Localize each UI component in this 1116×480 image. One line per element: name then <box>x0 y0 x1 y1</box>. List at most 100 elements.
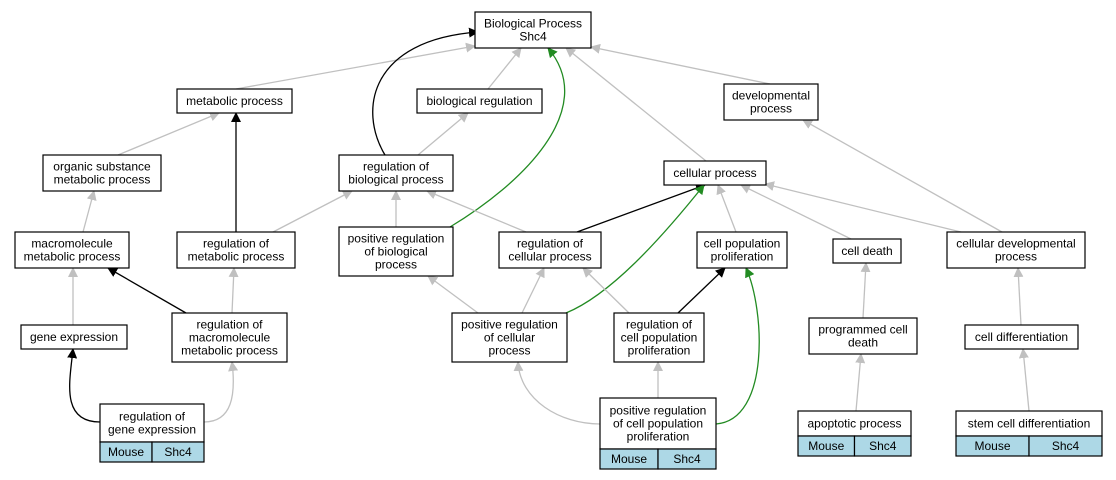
node-label-rcpp-0: regulation of <box>626 318 693 332</box>
node-label-cell-0: cellular process <box>673 166 756 180</box>
node-label-bp-1: Shc4 <box>519 30 547 44</box>
node-label-osm-1: metabolic process <box>54 173 151 187</box>
node-box-dev <box>723 83 819 121</box>
node-label-prcpp-1: of cell population <box>613 417 703 431</box>
tag-cell-ap-1 <box>853 435 912 457</box>
tag-label-ap-0: Mouse <box>808 439 844 453</box>
node-box-cd <box>832 238 902 264</box>
node-label-prcpp-2: proliferation <box>627 430 690 444</box>
node-box-bp <box>474 11 592 49</box>
node-label-dev-1: process <box>750 102 792 116</box>
node-label-cdp-0: cellular developmental <box>956 237 1075 251</box>
node-label-prcp-1: of cellular <box>484 331 535 345</box>
tag-cell-scd-1 <box>1028 435 1103 457</box>
edge-rge-to-rmmp <box>203 361 239 423</box>
node-label-prcp-0: positive regulation <box>461 318 558 332</box>
edge-prbp-to-bp <box>449 47 566 228</box>
node-label-prbp-1: of biological <box>364 245 427 259</box>
edge-rmmp-to-rmp <box>228 267 239 314</box>
node-cd[interactable]: cell death <box>832 238 902 264</box>
edge-rmp-to-rbp <box>272 190 353 233</box>
node-label-cdiff-0: cell differentiation <box>975 330 1068 344</box>
node-label-ap-0: apoptotic process <box>807 417 901 431</box>
edge-pcd-to-cd <box>860 262 871 319</box>
tag-label-scd-0: Mouse <box>974 439 1010 453</box>
edge-prcp-to-prbp <box>427 275 479 314</box>
edge-prcp-to-rcp <box>521 267 545 314</box>
node-label-dev-0: developmental <box>732 89 810 103</box>
node-label-prbp-0: positive regulation <box>348 232 445 246</box>
edge-prcp-to-cell <box>565 184 705 314</box>
node-label-met-0: metabolic process <box>186 94 283 108</box>
tag-label-rge-0: Mouse <box>108 445 144 459</box>
node-label-scd-0: stem cell differentiation <box>968 417 1091 431</box>
node-label-rcpp-2: proliferation <box>628 344 691 358</box>
node-label-cd-0: cell death <box>841 244 892 258</box>
edge-rcp-to-cell <box>576 183 706 233</box>
tag-label-prcpp-1: Shc4 <box>673 452 701 466</box>
node-box-rmp <box>176 231 296 269</box>
node-bio[interactable]: biological regulation <box>416 88 543 114</box>
edge-rmmp-to-mmp <box>107 267 187 314</box>
node-cell[interactable]: cellular process <box>663 160 767 186</box>
node-box-cell <box>663 160 767 186</box>
node-label-rcpp-1: cell population <box>621 331 698 345</box>
node-label-rmmp-1: macromolecule <box>189 331 271 345</box>
node-box-cpp <box>696 231 788 269</box>
edge-osm-to-met <box>117 111 220 156</box>
node-box-rmmp <box>171 312 288 363</box>
node-label-rbp-0: regulation of <box>363 160 430 174</box>
edges-layer <box>67 27 1030 425</box>
node-label-bp-0: Biological Process <box>484 17 582 31</box>
node-box-ge <box>20 324 128 350</box>
node-box-rbp <box>338 154 454 192</box>
node-box-rcpp <box>613 312 705 363</box>
edge-cdiff-to-cdp <box>1013 267 1024 326</box>
node-label-mmp-1: metabolic process <box>24 250 121 264</box>
node-box-prcpp <box>599 397 717 450</box>
node-label-rmp-1: metabolic process <box>188 250 285 264</box>
edge-dev-to-bp <box>590 43 771 85</box>
edge-cdp-to-dev <box>802 119 1003 233</box>
node-box-mmp <box>14 231 130 269</box>
edge-met-to-bp <box>235 42 476 90</box>
tag-label-prcpp-0: Mouse <box>611 452 647 466</box>
edge-bio-to-bp <box>487 47 522 90</box>
edge-rcpp-to-rcp <box>582 267 630 314</box>
node-ge[interactable]: gene expression <box>20 324 128 350</box>
edge-scd-to-cdiff <box>1018 348 1030 412</box>
edge-prcpp-to-cpp <box>715 267 760 425</box>
node-label-rge-1: gene expression <box>108 423 196 437</box>
node-met[interactable]: metabolic process <box>176 88 293 114</box>
node-cdiff[interactable]: cell differentiation <box>964 324 1079 350</box>
node-label-osm-0: organic substance <box>53 160 151 174</box>
node-box-cdiff <box>964 324 1079 350</box>
edge-cdp-to-cell <box>764 181 962 233</box>
node-box-rcp <box>498 231 602 269</box>
node-box-ap <box>797 410 912 437</box>
node-label-pcd-1: death <box>848 336 878 350</box>
node-box-bio <box>416 88 543 114</box>
edge-mmp-to-osm <box>82 190 97 233</box>
node-label-cdp-1: process <box>995 250 1037 264</box>
